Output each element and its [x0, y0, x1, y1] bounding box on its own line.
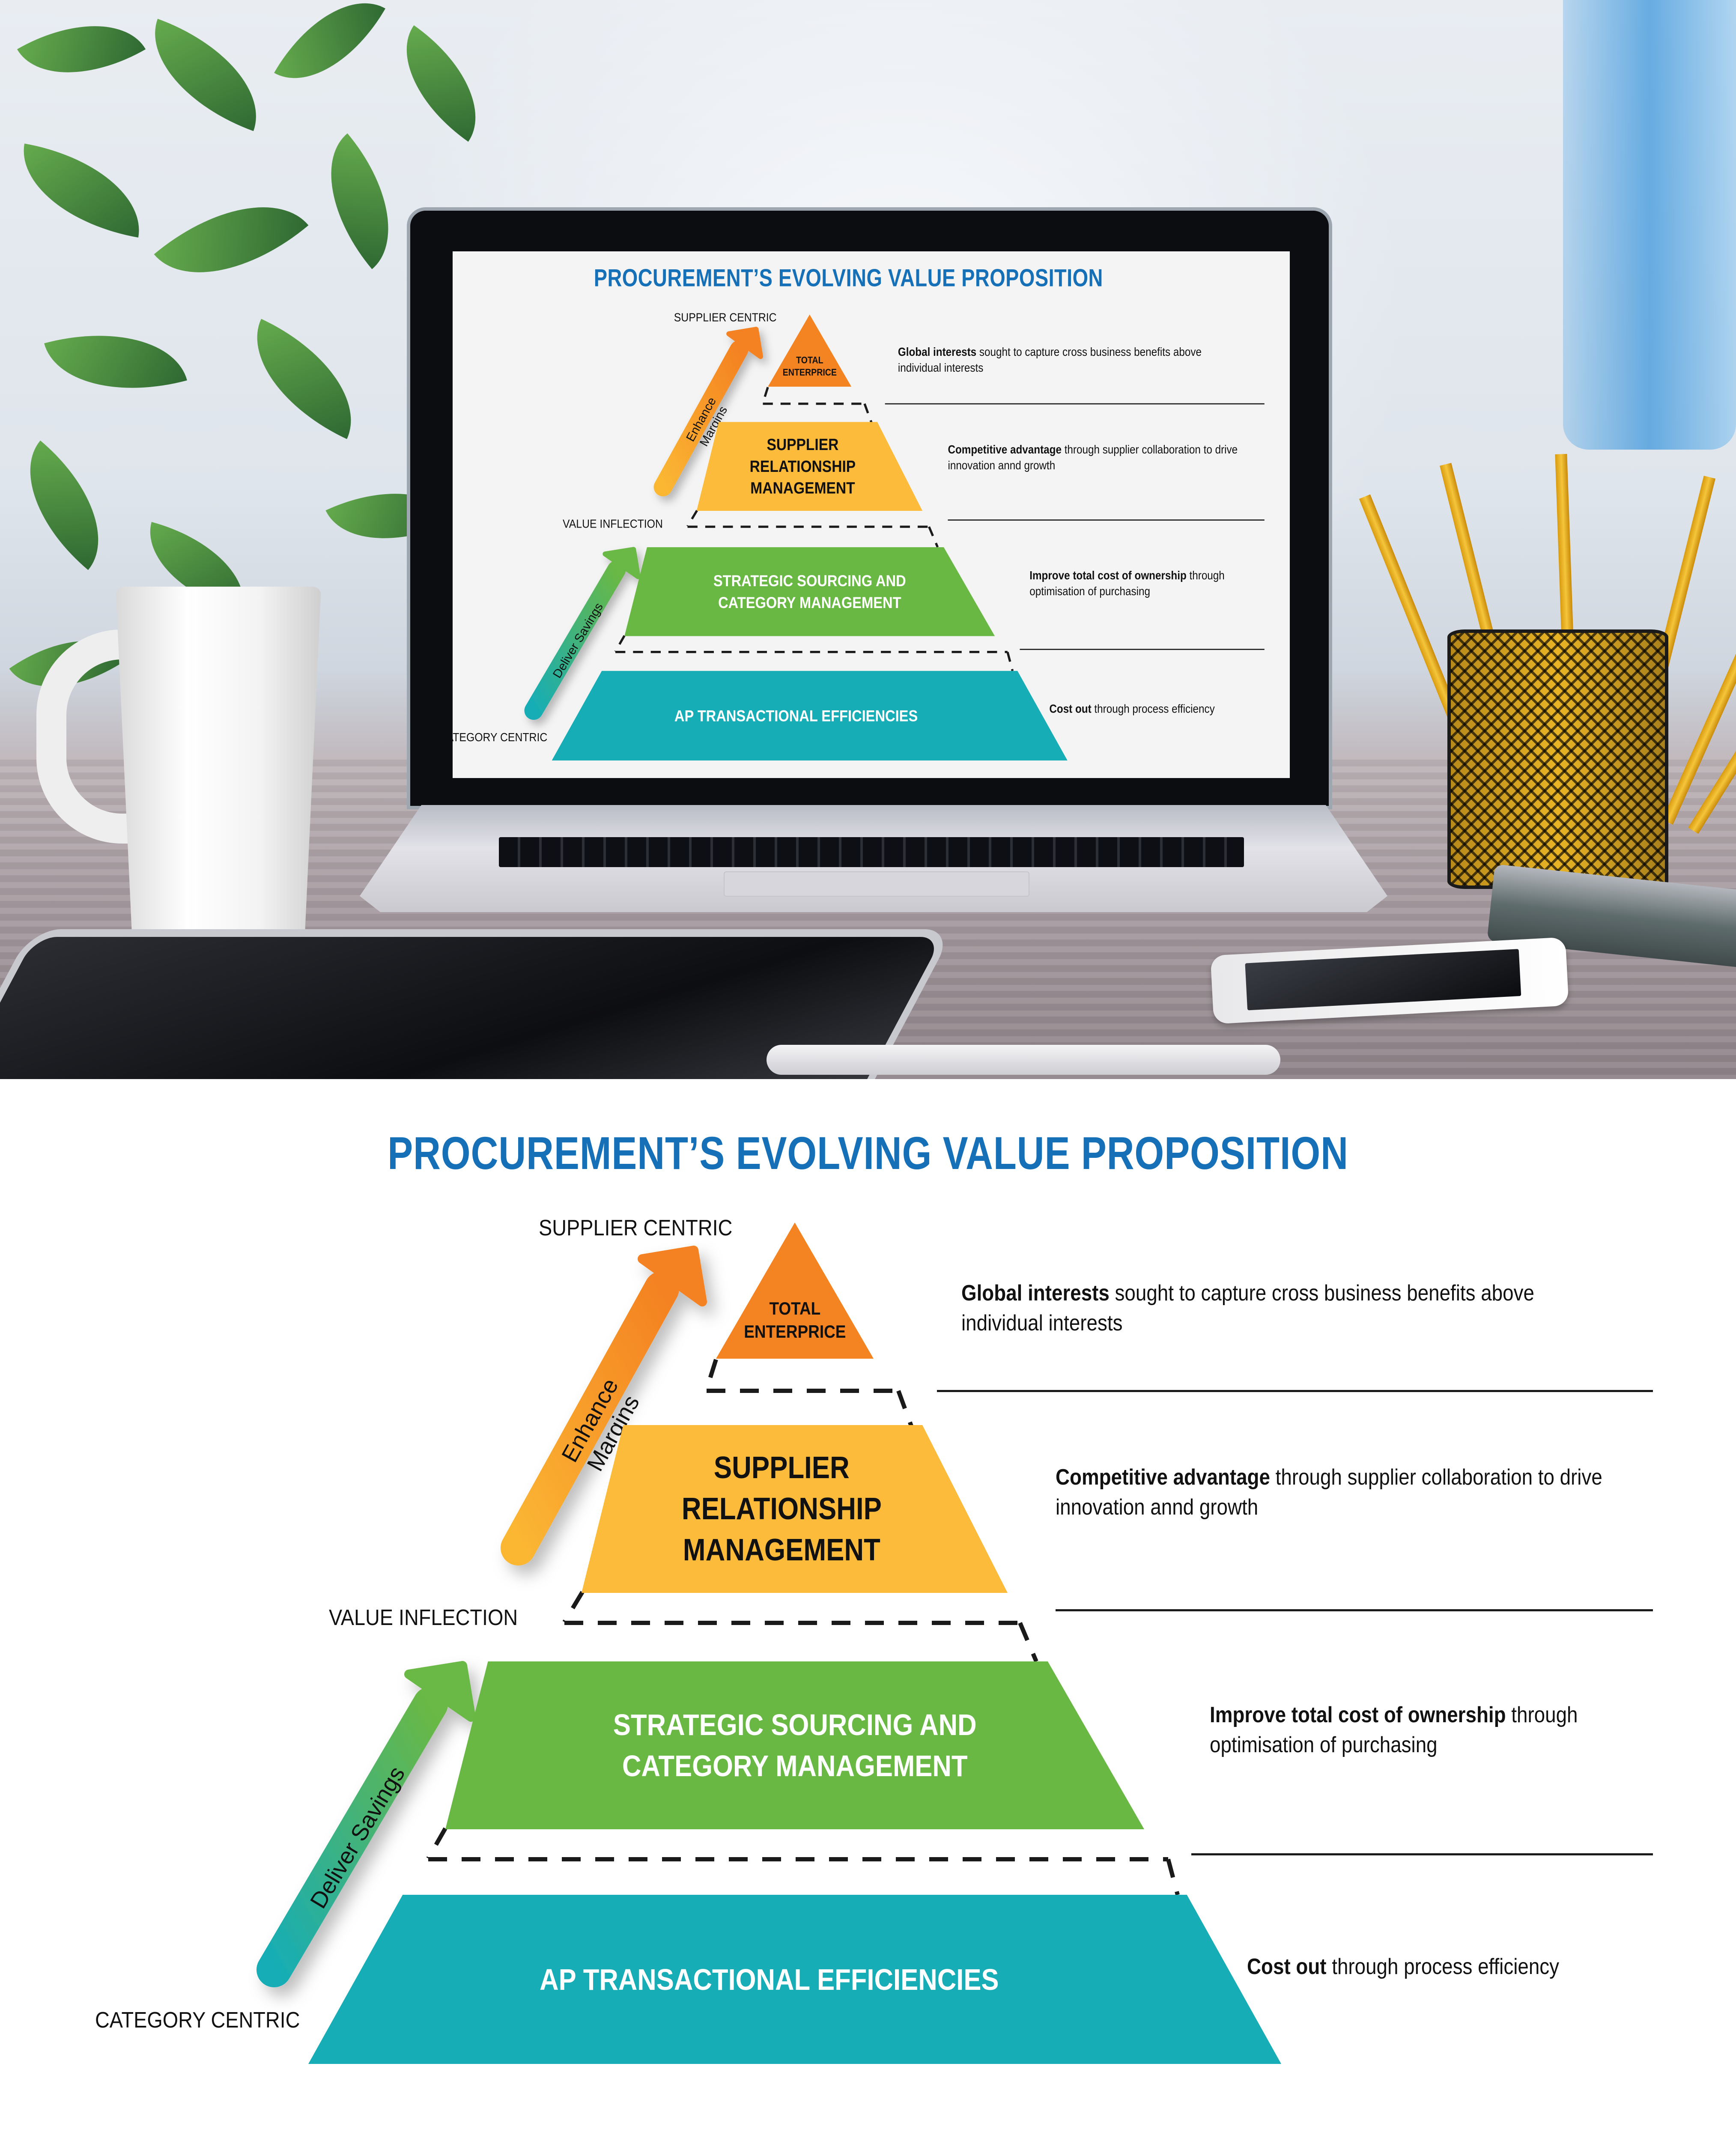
label-value-inflection: VALUE INFLECTION	[329, 1605, 518, 1630]
desc-ap-transactional: Cost out through process efficiency	[1247, 1954, 1560, 1979]
diagram-title: PROCUREMENT’S EVOLVING VALUE PROPOSITION	[594, 264, 1103, 292]
laptop-screen: PROCUREMENT’S EVOLVING VALUE PROPOSITION…	[453, 251, 1290, 778]
water-bottle	[1563, 0, 1736, 450]
label-supplier-centric: SUPPLIER CENTRIC	[674, 311, 777, 324]
enhance-margins-arrow	[501, 1246, 707, 1565]
tier-ap-transactional-efficiencies: AP TRANSACTIONAL EFFICIENCIES	[308, 1895, 1281, 2064]
phone-screen	[1245, 949, 1521, 1011]
divider-rule-3	[1191, 1853, 1653, 1855]
divider-rule-3	[1020, 649, 1265, 650]
divider-rule-2	[948, 519, 1265, 521]
desc-strategic-sourcing: Improve total cost of ownership through …	[1029, 569, 1225, 598]
desc-supplier-relationship: Competitive advantage through supplier c…	[1056, 1465, 1602, 1520]
tier-strategic-sourcing: STRATEGIC SOURCING AND CATEGORY MANAGEME…	[624, 547, 995, 636]
arrows-layer	[257, 1246, 707, 1987]
dashed-pyramid-outline	[426, 1359, 1180, 1896]
laptop-screen-diagram: PROCUREMENT’S EVOLVING VALUE PROPOSITION…	[453, 251, 1290, 778]
white-mug	[116, 587, 321, 938]
deliver-savings-arrow	[524, 547, 641, 720]
label-supplier-centric: SUPPLIER CENTRIC	[539, 1216, 733, 1240]
mesh-pencil-cup	[1447, 629, 1668, 889]
value-proposition-diagram: PROCUREMENT’S EVOLVING VALUE PROPOSITION…	[0, 1079, 1736, 2141]
laptop-trackpad	[724, 871, 1029, 897]
label-value-inflection: VALUE INFLECTION	[563, 517, 663, 531]
dashed-pyramid-outline	[614, 387, 1014, 671]
tier-ap-transactional-efficiencies: AP TRANSACTIONAL EFFICIENCIES	[552, 671, 1068, 760]
desc-ap-transactional: Cost out through process efficiency	[1049, 702, 1215, 716]
tier-strategic-sourcing: STRATEGIC SOURCING AND CATEGORY MANAGEME…	[445, 1661, 1144, 1829]
diagram-title: PROCUREMENT’S EVOLVING VALUE PROPOSITION	[388, 1127, 1348, 1179]
enhance-margins-arrow	[653, 327, 764, 497]
pen	[767, 1045, 1280, 1075]
arrows-layer	[524, 327, 764, 720]
desc-total-enterprice: Global interests sought to capture cross…	[961, 1281, 1534, 1336]
label-category-centric: CATEGORY CENTRIC	[453, 731, 548, 744]
divider-rule-2	[1056, 1609, 1653, 1611]
laptop-keyboard	[499, 837, 1244, 867]
divider-rule-1	[885, 403, 1265, 405]
deliver-savings-arrow	[257, 1661, 476, 1987]
label-category-centric: CATEGORY CENTRIC	[95, 2008, 300, 2033]
desc-total-enterprice: Global interests sought to capture cross…	[898, 345, 1202, 375]
desc-supplier-relationship: Competitive advantage through supplier c…	[948, 443, 1238, 472]
divider-rule-1	[937, 1390, 1653, 1392]
desc-strategic-sourcing: Improve total cost of ownership through …	[1210, 1703, 1578, 1757]
desk-photo: PROCUREMENT’S EVOLVING VALUE PROPOSITION…	[0, 0, 1736, 1079]
